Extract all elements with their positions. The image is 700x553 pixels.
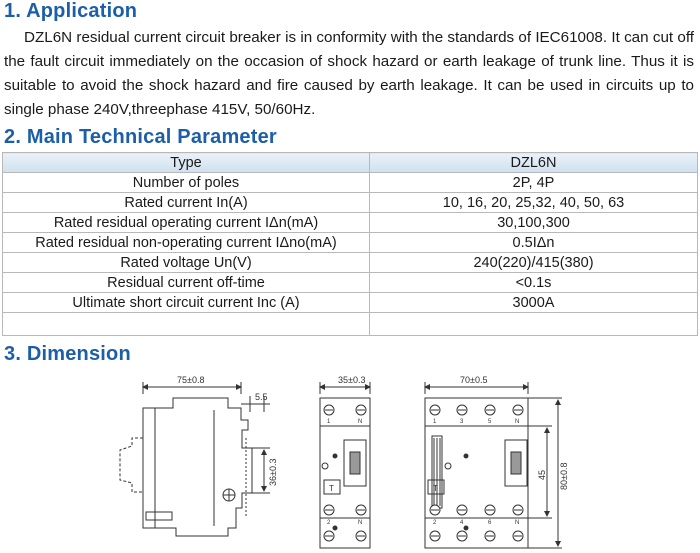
param-value: 30,100,300 (369, 212, 698, 233)
param-name: Rated residual non-operating current IΔn… (2, 232, 370, 253)
param-name: Residual current off-time (2, 272, 370, 293)
empty-cell (2, 312, 370, 336)
param-name: Rated residual operating current IΔn(mA) (2, 212, 370, 233)
side-view (119, 382, 270, 537)
front4p-width-label: 70±0.5 (460, 375, 487, 385)
terminal-label: 3 (460, 419, 464, 425)
terminal-label: N (515, 520, 519, 526)
terminal-label: N (358, 520, 362, 526)
terminal-label: 6 (488, 520, 492, 526)
table-row: Rated residual operating current IΔn(mA)… (2, 212, 698, 233)
front-4p-view (424, 382, 562, 549)
param-name: Number of poles (2, 172, 370, 193)
terminal-label: 2 (433, 520, 437, 526)
param-value: 240(220)/415(380) (369, 252, 698, 273)
terminal-label: 1 (327, 419, 331, 425)
test-button-label: T (433, 484, 438, 493)
table-row: Rated voltage Un(V)240(220)/415(380) (2, 252, 698, 273)
section-dimension-title: 3. Dimension (4, 343, 131, 365)
terminal-label: 2 (327, 520, 331, 526)
front4p-outer-height-label: 80±0.8 (559, 463, 569, 490)
terminal-label: 5 (488, 419, 492, 425)
table-header-row: Type DZL6N (2, 152, 698, 173)
side-step-label: 5.5 (255, 392, 268, 402)
terminals-4p (429, 404, 524, 542)
table-row: Residual current off-time<0.1s (2, 272, 698, 293)
param-value: 0.5IΔn (369, 232, 698, 253)
side-width-label: 75±0.8 (177, 375, 204, 385)
front-2p-view (319, 382, 371, 549)
terminal-label: N (515, 419, 519, 425)
terminals-2p (323, 404, 367, 542)
param-value: 3000A (369, 292, 698, 313)
table-row: Ultimate short circuit current Inc (A)30… (2, 292, 698, 313)
front4p-inner-height-label: 45 (537, 470, 547, 480)
param-name: Rated voltage Un(V) (2, 252, 370, 273)
param-name: Ultimate short circuit current Inc (A) (2, 292, 370, 313)
section-parameter-title: 2. Main Technical Parameter (4, 126, 277, 148)
param-value: 2P, 4P (369, 172, 698, 193)
empty-cell (369, 312, 698, 336)
test-button-label: T (329, 484, 334, 493)
terminal-label: 1 (433, 419, 437, 425)
terminal-label: N (358, 419, 362, 425)
application-text: DZL6N residual current circuit breaker i… (4, 29, 694, 118)
terminal-label: 4 (460, 520, 464, 526)
table-row-empty (2, 312, 698, 336)
param-value: <0.1s (369, 272, 698, 293)
table-row: Rated residual non-operating current IΔn… (2, 232, 698, 253)
section-application-title: 1. Application (4, 0, 138, 22)
front2p-width-label: 35±0.3 (338, 375, 365, 385)
header-type: Type (2, 152, 370, 173)
param-name: Rated current In(A) (2, 192, 370, 213)
param-value: 10, 16, 20, 25,32, 40, 50, 63 (369, 192, 698, 213)
table-row: Rated current In(A)10, 16, 20, 25,32, 40… (2, 192, 698, 213)
header-model: DZL6N (369, 152, 698, 173)
side-height-label: 36±0.3 (268, 459, 278, 486)
dimension-drawing: 75±0.8 5.5 36±0.3 35±0.3 1 N 2 N T (119, 375, 569, 549)
application-paragraph: DZL6N residual current circuit breaker i… (4, 26, 694, 122)
